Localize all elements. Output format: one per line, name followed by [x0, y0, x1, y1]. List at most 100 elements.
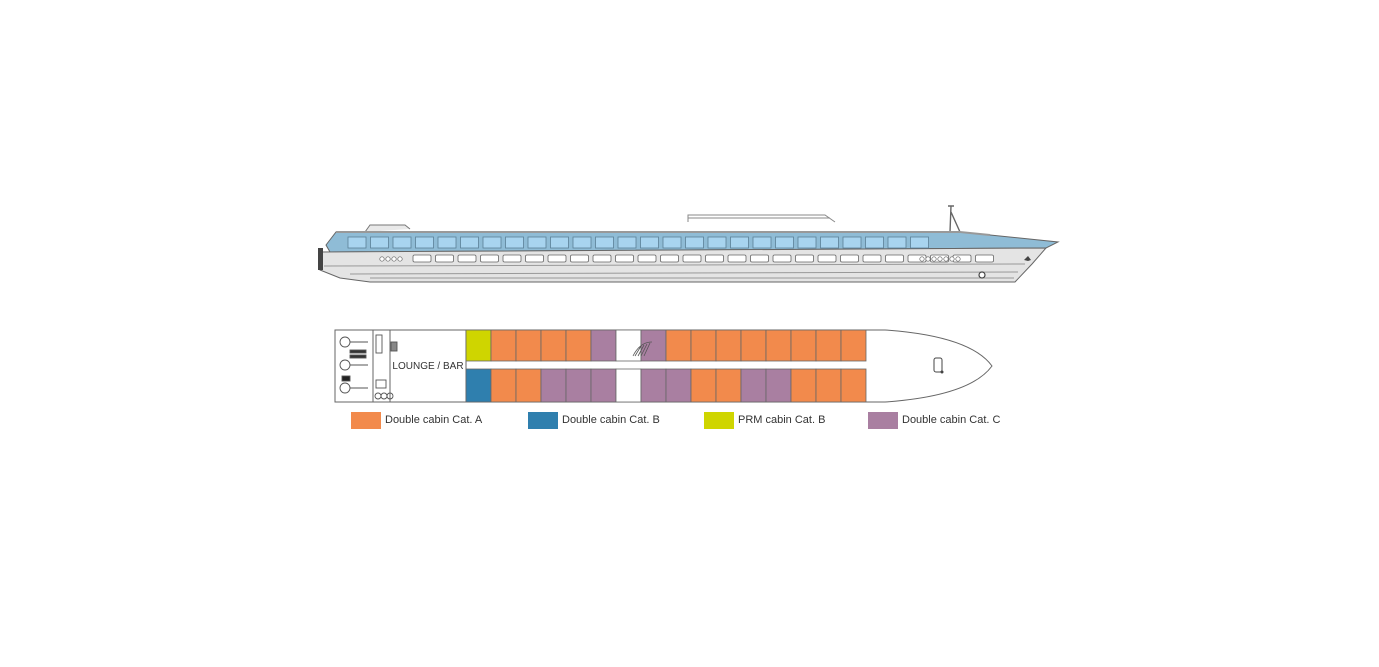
cabin-cat-c — [665, 368, 692, 403]
upper-window — [347, 236, 367, 249]
cabin-cat-a — [690, 329, 717, 362]
upper-window — [505, 236, 524, 249]
cabin-cat-a — [490, 329, 517, 362]
lower-window — [885, 254, 904, 263]
lower-window — [660, 254, 679, 263]
cabin-cat-a — [690, 368, 717, 403]
upper-window — [640, 236, 659, 249]
upper-window — [550, 236, 569, 249]
cabin-cat-c — [740, 368, 767, 403]
lower-window — [435, 254, 454, 263]
lower-window — [547, 254, 567, 263]
wheelhouse-roof — [364, 224, 411, 233]
cabin-cat-b — [465, 368, 492, 403]
cabin-cat-a — [515, 368, 542, 403]
cabin-cat-a — [815, 368, 842, 403]
porthole — [937, 256, 943, 262]
lower-window — [457, 254, 477, 263]
porthole — [931, 256, 937, 262]
porthole — [925, 256, 931, 262]
legend-item-cat-b: Double cabin Cat. B — [528, 411, 660, 429]
upper-window — [527, 236, 547, 249]
ship-profile — [318, 205, 1060, 283]
lower-window — [412, 254, 432, 263]
staircase-icon — [632, 341, 653, 357]
cabin-cat-c — [590, 329, 617, 362]
upper-window — [752, 236, 772, 249]
legend-swatch — [528, 411, 558, 429]
upper-window — [707, 236, 727, 249]
upper-window — [595, 236, 614, 249]
legend-label: Double cabin Cat. B — [562, 414, 660, 426]
porthole — [919, 256, 925, 262]
cabin-cat-c — [640, 329, 667, 362]
legend-item-cat-c: Double cabin Cat. C — [868, 411, 1000, 429]
cabin-cat-c — [640, 368, 667, 403]
cabin-cat-a — [715, 368, 742, 403]
lower-window — [750, 254, 769, 263]
bow-flag-icon — [1024, 256, 1031, 261]
aft-propeller-icons — [339, 336, 368, 394]
bow-portholes — [379, 256, 961, 262]
legend-swatch — [704, 411, 734, 429]
porthole — [391, 256, 397, 262]
upper-window — [392, 236, 412, 249]
lower-window — [817, 254, 837, 263]
porthole — [955, 256, 961, 262]
legend-label: Double cabin Cat. A — [385, 414, 483, 426]
cabin-cat-a — [565, 329, 592, 362]
upper-window — [572, 236, 592, 249]
porthole — [379, 256, 385, 262]
deck-plan: LOUNGE / BAR — [334, 329, 993, 403]
lower-window — [637, 254, 657, 263]
upper-window — [437, 236, 457, 249]
corridor — [615, 368, 642, 403]
upper-window — [730, 236, 749, 249]
lower-window — [570, 254, 589, 263]
upper-window — [685, 236, 704, 249]
lounge-bar-label: LOUNGE / BAR — [392, 361, 463, 372]
lower-window — [480, 254, 499, 263]
legend-label: PRM cabin Cat. B — [738, 414, 826, 426]
lower-window — [840, 254, 859, 263]
cabin-cat-c — [540, 368, 567, 403]
upper-window — [617, 236, 637, 249]
cabin-cat-a — [490, 368, 517, 403]
lower-window — [615, 254, 634, 263]
lower-window — [862, 254, 882, 263]
cabin-cat-c — [590, 368, 617, 403]
upper-window — [910, 236, 929, 249]
cabin-cat-a — [815, 329, 842, 362]
upper-window — [887, 236, 907, 249]
legend-item-cat-a: Double cabin Cat. A — [351, 411, 482, 429]
stern-door — [318, 248, 323, 270]
mast — [948, 205, 961, 233]
upper-window — [415, 236, 434, 249]
cabin-cat-a — [840, 329, 867, 362]
cabin-cat-a — [840, 368, 867, 403]
legend: Double cabin Cat. A Double cabin Cat. B … — [0, 411, 1379, 431]
upper-window — [370, 236, 389, 249]
legend-swatch — [351, 411, 381, 429]
aft-machinery — [341, 334, 398, 400]
cabin-cat-a — [740, 329, 767, 362]
sun-deck-railing — [687, 214, 836, 223]
legend-swatch — [868, 411, 898, 429]
cabin-cat-a — [515, 329, 542, 362]
cabin-cat-a — [790, 368, 817, 403]
upper-window — [482, 236, 502, 249]
lower-window — [975, 254, 994, 263]
porthole — [949, 256, 955, 262]
cabins-top-row — [465, 329, 867, 362]
lower-window — [772, 254, 792, 263]
cabin-cat-a — [790, 329, 817, 362]
cabin-cat-a — [715, 329, 742, 362]
upper-window — [460, 236, 479, 249]
roof-line — [336, 231, 991, 236]
lower-window — [705, 254, 724, 263]
legend-item-prm-b: PRM cabin Cat. B — [704, 411, 825, 429]
upper-window — [820, 236, 839, 249]
porthole — [943, 256, 949, 262]
upper-windows — [347, 236, 929, 249]
bow-winch-icon — [933, 357, 944, 374]
